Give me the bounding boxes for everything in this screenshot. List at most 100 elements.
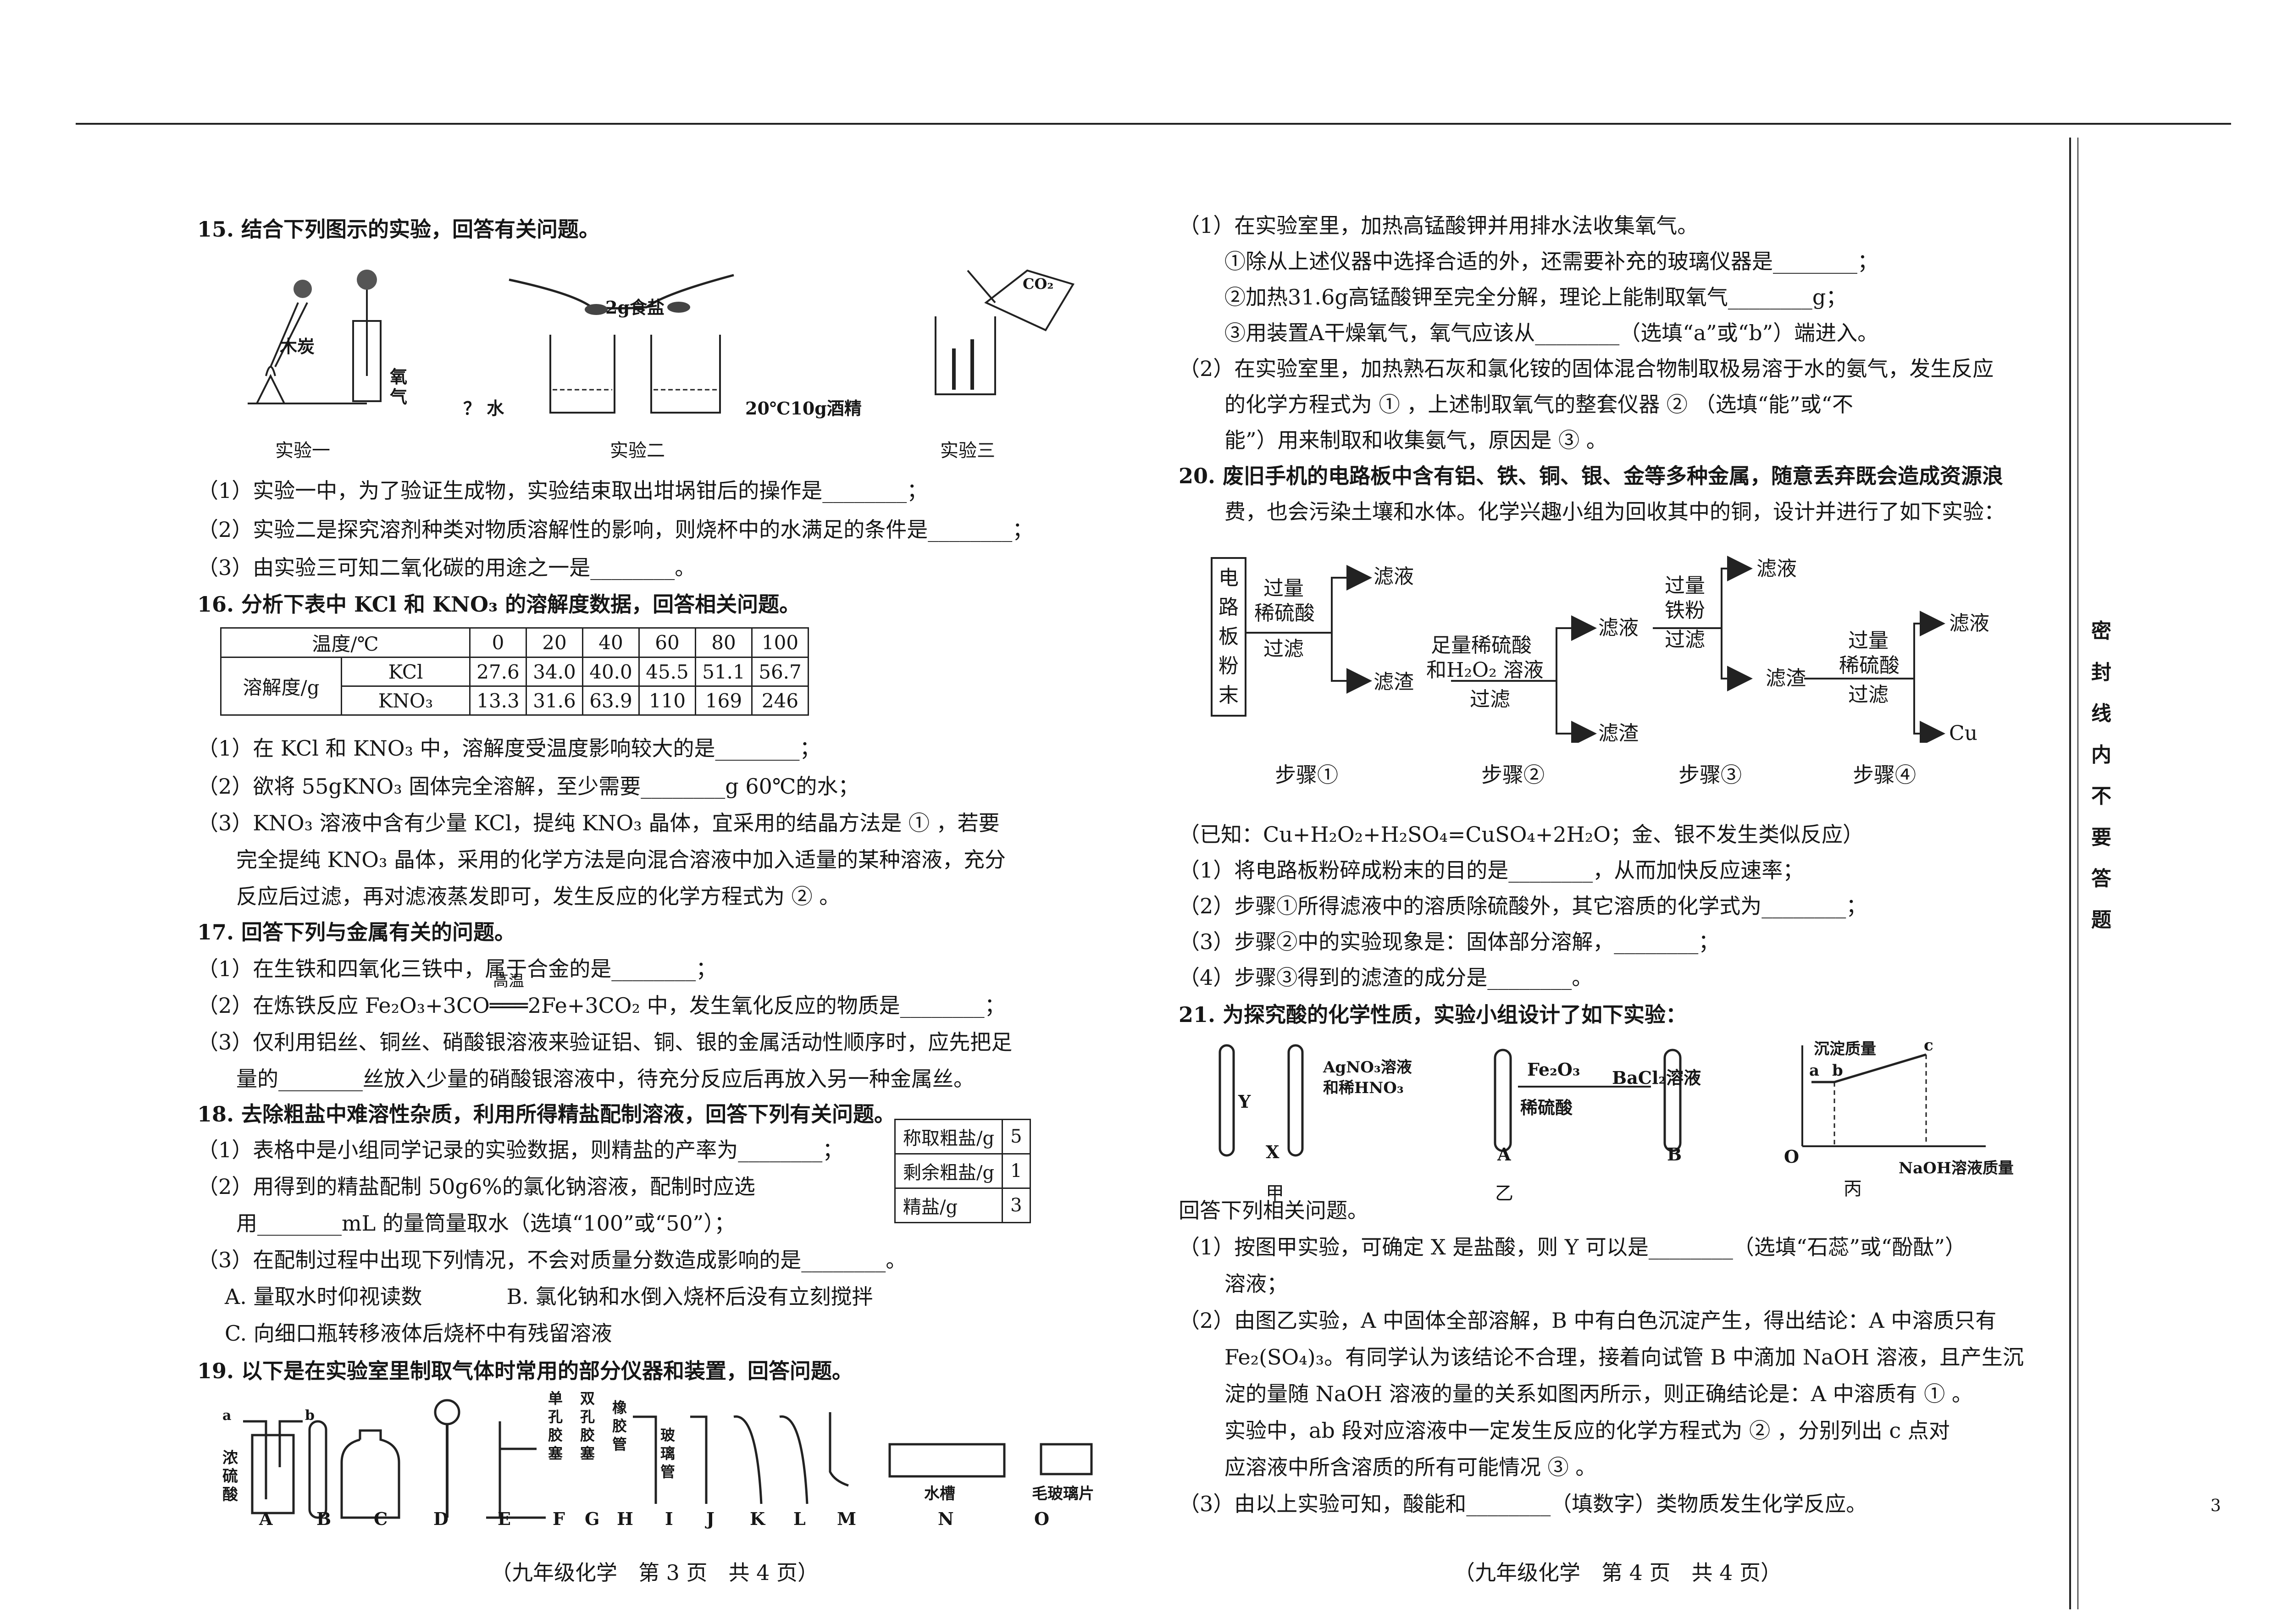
- point-b-label: b: [1832, 1061, 1843, 1080]
- q20-line-2: （2）步骤①所得滤液中的溶质除硫酸外，其它溶质的化学式为________；: [1179, 894, 1867, 918]
- kcl-cell: 56.7: [751, 657, 809, 687]
- seal-char: 内: [2091, 743, 2111, 767]
- seal-char: 线: [2091, 702, 2111, 725]
- q17-line-3: （3）仅利用铝丝、铜丝、硝酸银溶液来验证铝、铜、银的金属活动性顺序时，应先把足: [197, 1030, 1013, 1055]
- letter-l: L: [793, 1508, 806, 1529]
- double-stopper-label: 双孔胶塞: [580, 1390, 595, 1462]
- q16-title: 16. 分析下表中 KCl 和 KNO₃ 的溶解度数据，回答相关问题。: [197, 592, 801, 617]
- hno3-label: 和稀HNO₃: [1323, 1079, 1404, 1097]
- s1-reagent: 稀硫酸: [1254, 602, 1315, 625]
- acid-experiment-figure: [1219, 1044, 1986, 1157]
- q21-line-3: （2）由图乙实验，A 中固体全部溶解，B 中有白色沉淀产生，得出结论：A 中溶质…: [1179, 1308, 1997, 1333]
- q15-line-1: （1）实验一中，为了验证生成物，实验结束取出坩埚钳后的操作是________；: [197, 478, 928, 503]
- point-c-label: c: [1924, 1036, 1933, 1055]
- caption-yi: 乙: [1495, 1183, 1513, 1204]
- s2-residue: 滤渣: [1598, 722, 1639, 745]
- kcl-cell: 51.1: [695, 657, 753, 687]
- kcl-cell: 27.6: [469, 657, 527, 687]
- salt-value: 5: [1002, 1119, 1031, 1154]
- letter-m: M: [837, 1508, 857, 1529]
- q17-line-2: （2）在炼铁反应 Fe₂O₃+3CO═══2Fe+3CO₂ 中，发生氧化反应的物…: [197, 993, 1006, 1018]
- single-stopper-label: 单孔胶塞: [548, 1390, 563, 1462]
- q21-line-4: Fe₂(SO₄)₃。有同学认为该结论不合理，接着向试管 B 中滴加 NaOH 溶…: [1224, 1345, 2024, 1370]
- s4-reagent: 稀硫酸: [1839, 654, 1900, 677]
- s1-residue: 滤渣: [1374, 670, 1414, 694]
- q21-line-6: 实验中，ab 段对应溶液中一定发生反应的化学方程式为 ② ，分别列出 c 点对: [1224, 1418, 1950, 1443]
- copper-label: Cu: [1949, 722, 1978, 745]
- q19-part1-a: ①除从上述仪器中选择合适的外，还需要补充的玻璃仪器是________；: [1224, 249, 1878, 274]
- temp-cell: 60: [638, 627, 696, 658]
- q17-line-1: （1）在生铁和四氧化三铁中，属于合金的是________；: [197, 956, 717, 981]
- kcl-cell: 45.5: [638, 657, 696, 687]
- letter-j: J: [706, 1508, 714, 1529]
- seal-char: 封: [2091, 661, 2111, 684]
- point-a-label: a: [1809, 1061, 1820, 1080]
- bacl2-label: BaCl₂溶液: [1612, 1067, 1701, 1088]
- glass-tube-label: 玻璃管: [660, 1426, 676, 1480]
- seal-char: 题: [2091, 908, 2111, 932]
- q18-option-c: C. 向细口瓶转移液体后烧杯中有残留溶液: [225, 1321, 612, 1346]
- q20-line-1: （1）将电路板粉碎成粉末的目的是________，从而加快反应速率；: [1179, 858, 1804, 883]
- q16-line-3: （3）KNO₃ 溶液中含有少量 KCl，提纯 KNO₃ 晶体，宜采用的结晶方法是…: [197, 811, 1000, 835]
- fe2o3-label: Fe₂O₃: [1527, 1059, 1580, 1080]
- kno3-cell: 13.3: [469, 685, 527, 716]
- caption-jia: 甲: [1266, 1183, 1284, 1204]
- s3-filter: 过滤: [1665, 628, 1705, 652]
- q19-part2-b: 的化学方程式为 ① ，上述制取氧气的整套仪器 ② （选填“能”或“不: [1224, 392, 1854, 417]
- flow-arrows: [1245, 556, 1945, 743]
- letter-k: K: [750, 1508, 765, 1529]
- q21-line-0: 回答下列相关问题。: [1179, 1198, 1368, 1223]
- q19-part1-b: ②加热31.6g高锰酸钾至完全分解，理论上能制取氧气________g；: [1224, 285, 1847, 309]
- port-a-label: a: [222, 1408, 232, 1424]
- q16-line-2: （2）欲将 55gKNO₃ 固体完全溶解，至少需要________g 60℃的水…: [197, 774, 859, 799]
- q18-title: 18. 去除粗盐中难溶性杂质，利用所得精盐配制溶液，回答下列有关问题。: [197, 1102, 896, 1127]
- letter-e: E: [498, 1508, 511, 1529]
- salt-value: 3: [1002, 1188, 1031, 1223]
- q21-title: 21. 为探究酸的化学性质，实验小组设计了如下实验：: [1179, 1002, 1687, 1027]
- agno3-label: AgNO₃溶液: [1323, 1058, 1412, 1077]
- top-rule: [76, 123, 2231, 125]
- apparatus-figure: [243, 1399, 1093, 1519]
- temp-cell: 0: [469, 627, 527, 658]
- q19-part2: （2）在实验室里，加热熟石灰和氯化铵的固体混合物制取极易溶于水的氨气，发生反应: [1179, 356, 1994, 381]
- q15-line-3: （3）由实验三可知二氧化碳的用途之一是________。: [197, 555, 696, 580]
- q15-line-2: （2）实验二是探究溶剂种类对物质溶解性的影响，则烧杯中的水满足的条件是_____…: [197, 517, 1034, 542]
- letter-i: I: [665, 1508, 673, 1529]
- charcoal-label: 木炭: [280, 336, 315, 357]
- salt-label: 称取粗盐/g: [894, 1119, 1003, 1154]
- kno3-cell: 63.9: [582, 685, 640, 716]
- circuit-board-box: 电路板粉末: [1211, 557, 1246, 717]
- x-reagent-label: X: [1266, 1142, 1279, 1162]
- water-label: ？ 水: [463, 398, 504, 419]
- letter-h: H: [617, 1508, 633, 1529]
- reaction-condition: 高温: [493, 972, 524, 990]
- s4-reagent-top: 过量: [1848, 629, 1889, 652]
- q18-line-1: （1）表格中是小组同学记录的实验数据，则精盐的产率为________；: [197, 1138, 844, 1162]
- q20-line-3: （3）步骤②中的实验现象是：固体部分溶解，________；: [1179, 929, 1720, 954]
- kcl-label: KCl: [341, 657, 471, 687]
- q20-line-4: （4）步骤③得到的滤渣的成分是________。: [1179, 965, 1593, 990]
- q18-option-ab: A. 量取水时仰视读数 B. 氯化钠和水倒入烧杯后没有立刻搅拌: [225, 1284, 873, 1309]
- y-reagent-label: Y: [1238, 1091, 1251, 1112]
- temp-cell: 80: [695, 627, 753, 658]
- tube-a-label: A: [1497, 1144, 1511, 1165]
- left-footer: （九年级化学 第 3 页 共 4 页）: [491, 1560, 819, 1585]
- s3-residue: 滤渣: [1766, 667, 1806, 690]
- precipitate-axis-label: 沉淀质量: [1814, 1040, 1876, 1058]
- step-2: 步骤②: [1481, 762, 1545, 787]
- letter-o: O: [1034, 1508, 1050, 1529]
- caption-experiment-1: 实验一: [275, 440, 330, 461]
- oxygen-label: 氧气: [390, 366, 408, 407]
- temp-cell: 20: [526, 627, 583, 658]
- page-number: 3: [2210, 1497, 2221, 1515]
- q18-line-4: （3）在配制过程中出现下列情况，不会对质量分数造成影响的是________。: [197, 1248, 907, 1272]
- caption-bing: 丙: [1844, 1178, 1862, 1199]
- salt-label: 2g食盐: [605, 297, 665, 318]
- q19-part2-c: 能”）用来制取和收集氨气，原因是 ③ 。: [1224, 428, 1607, 453]
- letter-d: D: [433, 1508, 449, 1529]
- sulfuric-acid-label: 稀硫酸: [1520, 1097, 1573, 1118]
- letter-b: B: [316, 1508, 332, 1529]
- temp-header: 温度/℃: [220, 627, 471, 658]
- salt-label: 精盐/g: [894, 1188, 1003, 1223]
- s2-reagent-top: 足量稀硫酸: [1431, 634, 1532, 657]
